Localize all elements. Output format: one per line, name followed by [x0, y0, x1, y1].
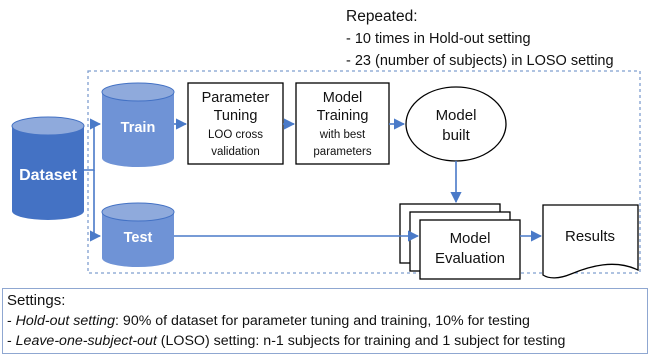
holdout-prefix: -: [7, 313, 16, 329]
repeated-note-line-2: - 23 (number of subjects) in LOSO settin…: [346, 53, 614, 69]
loso-prefix: -: [7, 333, 16, 349]
settings-holdout-line: - Hold-out setting: 90% of dataset for p…: [7, 311, 643, 331]
model-evaluation-line-1: Model: [450, 230, 491, 247]
settings-box: Settings: - Hold-out setting: 90% of dat…: [2, 288, 648, 354]
results-label: Results: [565, 228, 615, 245]
loso-term: Leave-one-subject-out: [15, 333, 157, 349]
dataset-label: Dataset: [19, 167, 77, 184]
model-training-sub-1: with best: [319, 129, 366, 141]
repeated-process-frame: [87, 70, 641, 274]
dataset-cylinder: Dataset: [11, 116, 85, 220]
test-label: Test: [124, 230, 153, 246]
model-training-sub-2: parameters: [313, 146, 371, 158]
model-training-title-1: Model: [323, 90, 363, 106]
model-training-box: Model Training with best parameters: [295, 82, 390, 165]
parameter-tuning-box: Parameter Tuning LOO cross validation: [187, 82, 284, 165]
holdout-text: : 90% of dataset for parameter tuning an…: [115, 313, 530, 329]
model-built-line-2: built: [442, 127, 470, 144]
parameter-tuning-title-2: Tuning: [214, 108, 258, 124]
test-cylinder: Test: [101, 202, 175, 267]
parameter-tuning-sub-2: validation: [211, 146, 260, 158]
settings-loso-line: - Leave-one-subject-out (LOSO) setting: …: [7, 331, 643, 351]
holdout-term: Hold-out setting: [15, 313, 116, 329]
model-evaluation-stack: Model Evaluation: [399, 203, 521, 280]
model-built-circle: Model built: [405, 86, 507, 162]
train-cylinder: Train: [101, 82, 175, 167]
parameter-tuning-sub-1: LOO cross: [208, 129, 263, 141]
repeated-note-title: Repeated:: [346, 8, 418, 25]
parameter-tuning-title-1: Parameter: [202, 90, 270, 106]
loso-text: (LOSO) setting: n-1 subjects for trainin…: [156, 333, 566, 349]
arrow-dataset-to-test: [89, 170, 102, 242]
model-training-title-2: Training: [317, 108, 369, 124]
model-evaluation-line-2: Evaluation: [435, 250, 505, 267]
repeated-note: Repeated: - 10 times in Hold-out setting…: [346, 6, 614, 72]
repeated-note-line-1: - 10 times in Hold-out setting: [346, 31, 531, 47]
arrow-dataset-to-train: [84, 118, 102, 171]
model-built-line-1: Model: [436, 107, 477, 124]
connectors: [84, 118, 543, 242]
settings-title: Settings:: [7, 292, 66, 309]
train-label: Train: [121, 120, 156, 136]
results-document: Results: [542, 204, 639, 279]
